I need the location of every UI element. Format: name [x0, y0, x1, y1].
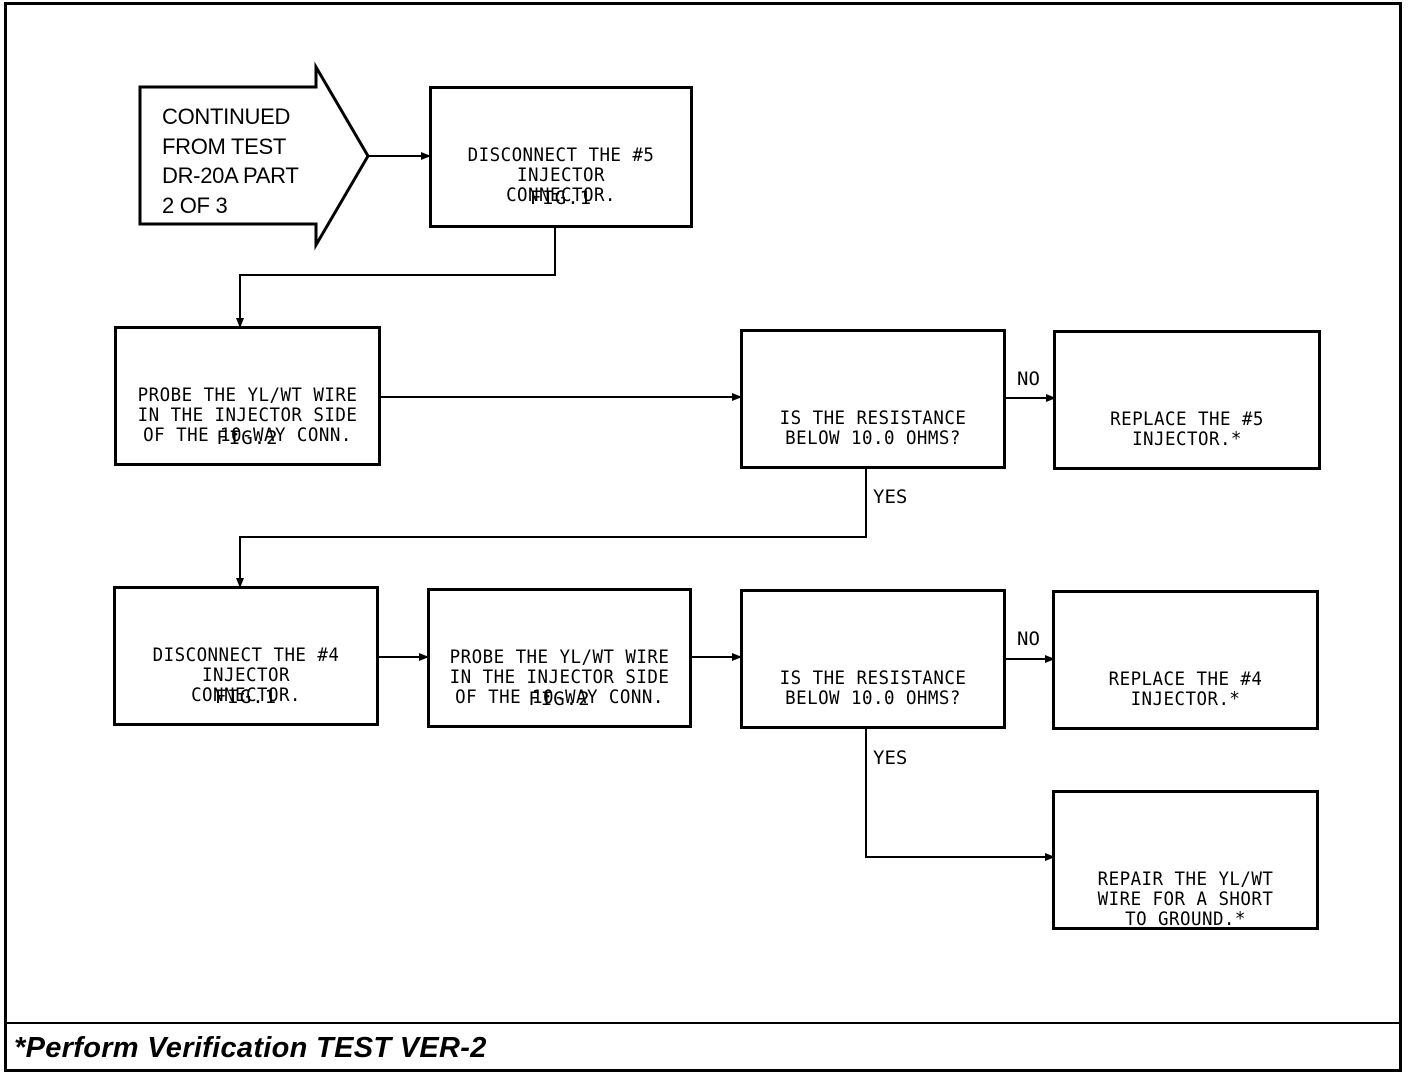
- continued-from-text: CONTINUED FROM TEST DR-20A PART 2 OF 3: [162, 102, 299, 220]
- yes-label-1: YES: [873, 486, 908, 508]
- question-2-box: IS THE RESISTANCE BELOW 10.0 OHMS?: [740, 589, 1006, 729]
- replace-4-text: REPLACE THE #4 INJECTOR.*: [1108, 668, 1263, 710]
- probe-1-fig: FIG.2: [216, 427, 279, 449]
- disconnect-5-text: DISCONNECT THE #5 INJECTOR CONNECTOR.: [467, 144, 655, 206]
- yes-label-2: YES: [873, 747, 908, 769]
- connector-question1-yes: [236, 468, 867, 588]
- page-frame: [4, 2, 1402, 1072]
- connector-question2-yes: [865, 728, 1055, 861]
- connector-disconnect5-to-probe1: [236, 227, 556, 328]
- no-label-2: NO: [1017, 628, 1040, 650]
- disconnect-5-box: DISCONNECT THE #5 INJECTOR CONNECTOR. FI…: [429, 86, 693, 228]
- continued-line-1: CONTINUED: [162, 104, 291, 129]
- continued-line-4: 2 OF 3: [162, 192, 228, 218]
- disconnect-4-text: DISCONNECT THE #4 INJECTOR CONNECTOR.: [152, 644, 340, 706]
- disconnect-4-box: DISCONNECT THE #4 INJECTOR CONNECTOR. FI…: [113, 586, 379, 726]
- replace-5-text: REPLACE THE #5 INJECTOR.*: [1110, 408, 1264, 450]
- question-2-text: IS THE RESISTANCE BELOW 10.0 OHMS?: [779, 667, 967, 709]
- probe-2-text: PROBE THE YL/WT WIRE IN THE INJECTOR SID…: [449, 646, 670, 708]
- repair-box: REPAIR THE YL/WT WIRE FOR A SHORT TO GRO…: [1052, 790, 1319, 930]
- no-label-1: NO: [1017, 368, 1040, 390]
- footer-divider: [4, 1022, 1402, 1024]
- disconnect-4-fig: FIG.1: [214, 686, 278, 708]
- continued-line-2: FROM TEST: [162, 133, 287, 159]
- disconnect-5-fig: FIG.1: [529, 187, 593, 209]
- continued-line-3: DR-20A PART: [162, 163, 299, 188]
- question-1-text: IS THE RESISTANCE BELOW 10.0 OHMS?: [779, 407, 967, 449]
- replace-4-box: REPLACE THE #4 INJECTOR.*: [1052, 590, 1319, 730]
- question-1-box: IS THE RESISTANCE BELOW 10.0 OHMS?: [740, 329, 1006, 469]
- probe-1-text: PROBE THE YL/WT WIRE IN THE INJECTOR SID…: [137, 384, 358, 446]
- replace-5-box: REPLACE THE #5 INJECTOR.*: [1053, 330, 1321, 470]
- probe-2-box: PROBE THE YL/WT WIRE IN THE INJECTOR SID…: [427, 588, 692, 728]
- continued-arrow-shape: [138, 61, 370, 251]
- probe-2-fig: FIG.2: [528, 688, 591, 710]
- footer-note: *Perform Verification TEST VER-2: [14, 1032, 487, 1064]
- repair-text: REPAIR THE YL/WT WIRE FOR A SHORT TO GRO…: [1097, 868, 1274, 930]
- probe-1-box: PROBE THE YL/WT WIRE IN THE INJECTOR SID…: [114, 326, 381, 466]
